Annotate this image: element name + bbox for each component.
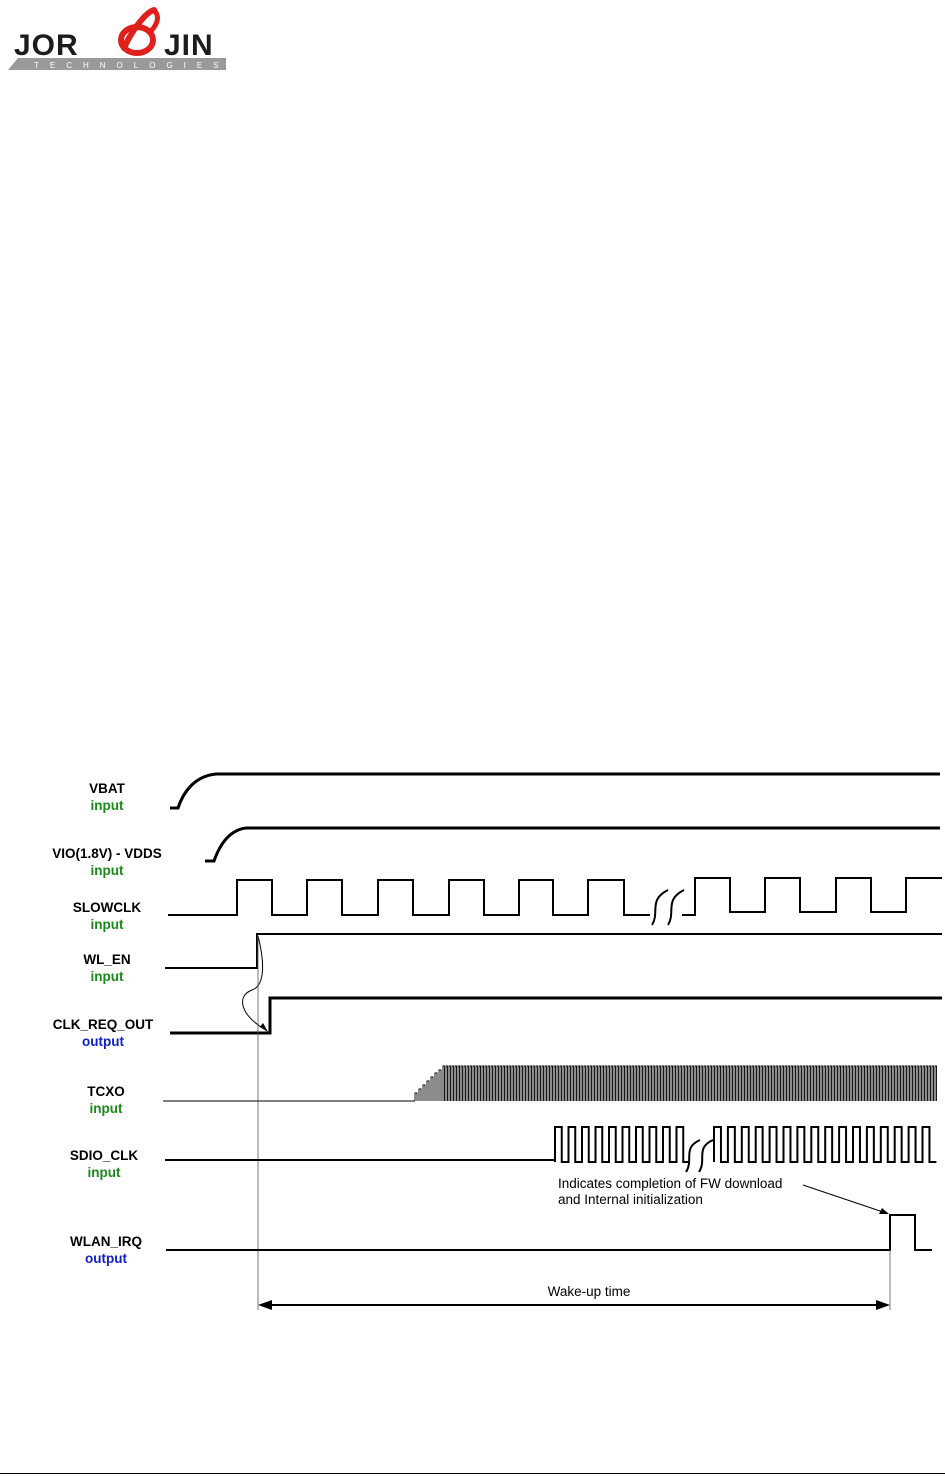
logo-tagline: TECHNOLOGIES <box>34 61 230 70</box>
footer-rule <box>0 1473 945 1474</box>
fw-download-note-line1: Indicates completion of FW download <box>558 1176 782 1191</box>
slowclk-waveform <box>168 879 650 916</box>
tcxo-waveform <box>414 1065 937 1101</box>
wlan-irq-label: WLAN_IRQ <box>70 1234 142 1249</box>
wakeup-time-dimension <box>258 1300 890 1310</box>
jorjin-logo-mark: TECHNOLOGIES JOR JIN <box>8 7 230 70</box>
wl-en-label: WL_EN <box>83 952 130 967</box>
vbat-direction: input <box>91 798 124 813</box>
fw-download-note-arrow <box>802 1184 889 1214</box>
vbat-waveform <box>170 772 940 810</box>
vbat-label: VBAT <box>89 781 126 796</box>
sdio-clk-label: SDIO_CLK <box>70 1148 139 1163</box>
vio-waveform <box>205 826 940 863</box>
logo-band <box>8 58 226 70</box>
wlan-irq-waveform <box>166 1214 932 1251</box>
slowclk-break-icon <box>651 889 685 926</box>
logo-swirl-icon <box>118 7 160 56</box>
wl-en-to-clk-req-arrow <box>242 935 268 1032</box>
logo-text-left: JOR <box>14 29 79 62</box>
slowclk-waveform-resume <box>682 877 942 916</box>
sdio-clk-break-icon <box>685 1139 714 1173</box>
wakeup-time-label: Wake-up time <box>548 1284 631 1299</box>
clk-req-out-waveform <box>170 996 942 1035</box>
sdio-clk-direction: input <box>88 1165 121 1180</box>
jorjin-logo: TECHNOLOGIES JOR JIN <box>4 2 232 72</box>
vio-label: VIO(1.8V) - VDDS <box>52 846 162 861</box>
logo-text-right: JIN <box>164 29 214 62</box>
wl-en-direction: input <box>91 969 124 984</box>
slowclk-label: SLOWCLK <box>73 900 141 915</box>
tcxo-label: TCXO <box>87 1084 125 1099</box>
slowclk-direction: input <box>91 917 124 932</box>
wl-en-waveform <box>165 933 942 969</box>
signal-labels: VBAT input VIO(1.8V) - VDDS input SLOWCL… <box>52 781 162 1266</box>
fw-download-note-line2: and Internal initialization <box>558 1192 703 1207</box>
sdio-clk-waveform <box>554 1126 937 1163</box>
vio-direction: input <box>91 863 124 878</box>
wlan-irq-direction: output <box>85 1251 127 1266</box>
clk-req-out-direction: output <box>82 1034 124 1049</box>
tcxo-direction: input <box>90 1101 123 1116</box>
clk-req-out-label: CLK_REQ_OUT <box>53 1017 154 1032</box>
